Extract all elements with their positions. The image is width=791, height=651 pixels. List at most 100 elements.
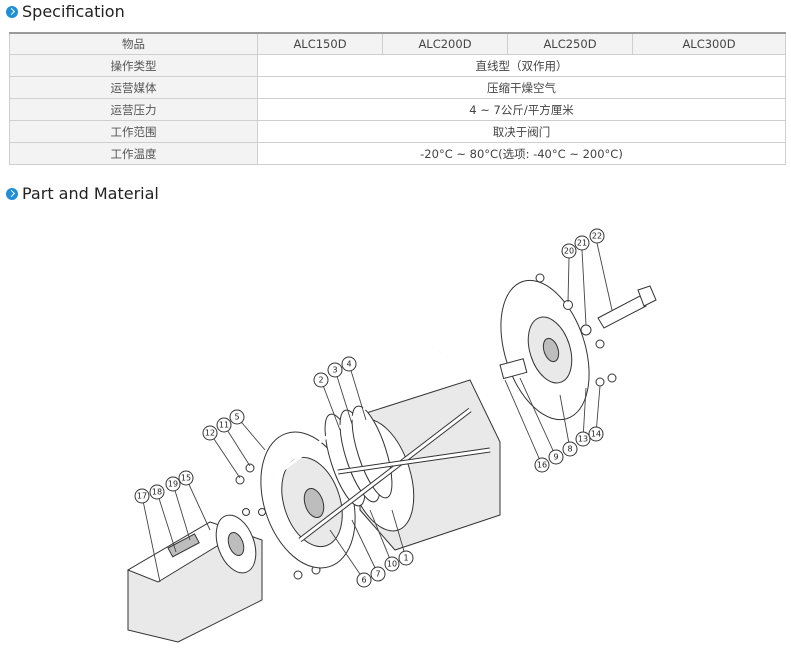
front-cover-hole — [303, 487, 325, 519]
svg-text:11: 11 — [219, 421, 229, 430]
leader-line — [329, 529, 365, 581]
header-model-cell: ALC150D — [257, 32, 383, 55]
section-title-label: Specification — [22, 2, 125, 21]
bolt-shank — [597, 295, 647, 329]
rear-boss — [499, 358, 528, 380]
part-callout-14: 14 — [588, 426, 604, 442]
section-title-specification: Specification — [6, 2, 125, 21]
part-callouts: 1 2 3 4 5 6 7 8 9 10 11 12 13 14 15 16 1… — [134, 228, 605, 588]
section-title-label: Part and Material — [22, 184, 159, 203]
svg-text:19: 19 — [168, 480, 178, 489]
leader-line — [596, 242, 613, 311]
spec-table: 物品 ALC150D ALC200D ALC250D ALC300D 操作类型 … — [9, 32, 786, 165]
leader-line — [369, 509, 393, 565]
nut — [235, 475, 245, 485]
leader-line — [581, 249, 587, 326]
svg-text:5: 5 — [234, 413, 239, 422]
leader-line — [391, 509, 407, 559]
header-label-cell: 物品 — [9, 32, 258, 55]
leader-line — [185, 477, 211, 531]
svg-text:21: 21 — [577, 239, 587, 248]
exploded-view-drawing: 1 2 3 4 5 6 7 8 9 10 11 12 13 14 15 16 1… — [126, 228, 657, 643]
part-callout-9: 9 — [548, 449, 564, 465]
svg-text:7: 7 — [375, 570, 380, 579]
leader-line — [348, 363, 367, 421]
leader-line — [351, 519, 379, 575]
part-callout-6: 6 — [356, 572, 372, 588]
part-callout-3: 3 — [327, 362, 343, 378]
part-callout-11: 11 — [216, 417, 232, 433]
rear-cover-hole — [542, 337, 560, 363]
part-callout-12: 12 — [202, 425, 218, 441]
svg-text:20: 20 — [564, 247, 574, 256]
row-value-cell: 直线型（双作用） — [257, 54, 786, 77]
part-callout-15: 15 — [178, 470, 194, 486]
svg-text:3: 3 — [332, 366, 337, 375]
end-cap-bore — [227, 531, 245, 557]
part-callout-8: 8 — [562, 441, 578, 457]
row-value-cell: 压缩干燥空气 — [257, 76, 786, 99]
row-value-cell: 4 ~ 7公斤/平方厘米 — [257, 98, 786, 121]
row-value-cell: -20°C ~ 80°C(选项: -40°C ~ 200°C) — [257, 142, 786, 165]
part-callout-17: 17 — [134, 488, 150, 504]
actuator-drawing-shapes — [126, 273, 657, 643]
nut — [242, 508, 250, 516]
header-model-cell: ALC300D — [632, 32, 786, 55]
leader-line — [582, 387, 587, 440]
part-callout-5: 5 — [229, 409, 245, 425]
part-callout-20: 20 — [561, 243, 577, 259]
chevron-bullet-icon — [6, 187, 18, 200]
row-label-cell: 运营媒体 — [9, 76, 258, 99]
svg-text:14: 14 — [591, 430, 601, 439]
leader-line — [504, 379, 543, 466]
part-callout-7: 7 — [370, 566, 386, 582]
tie-rod-highlight — [337, 448, 491, 474]
leader-line — [223, 424, 251, 467]
bolt-head — [637, 285, 657, 307]
leader-line — [334, 369, 353, 425]
leader-line — [595, 385, 601, 435]
svg-text:18: 18 — [152, 488, 162, 497]
nut — [293, 570, 303, 580]
leader-line — [156, 491, 177, 553]
svg-text:16: 16 — [537, 461, 547, 470]
svg-text:15: 15 — [181, 474, 191, 483]
leader-line — [559, 394, 571, 450]
header-model-cell: ALC250D — [507, 32, 633, 55]
svg-text:22: 22 — [592, 232, 602, 241]
svg-text:10: 10 — [387, 560, 397, 569]
row-label-cell: 工作温度 — [9, 142, 258, 165]
leader-line — [320, 379, 341, 431]
leader-line — [141, 495, 161, 583]
part-callout-1: 1 — [398, 550, 414, 566]
nut — [607, 373, 617, 383]
svg-text:9: 9 — [553, 453, 558, 462]
part-callout-22: 22 — [589, 228, 605, 244]
part-callout-21: 21 — [574, 235, 590, 251]
nut — [595, 339, 605, 349]
leader-lines — [141, 242, 613, 583]
table-row: 工作温度 -20°C ~ 80°C(选项: -40°C ~ 200°C) — [9, 142, 786, 165]
table-row: 运营媒体 压缩干燥空气 — [9, 76, 786, 99]
svg-text:17: 17 — [137, 492, 147, 501]
part-callout-16: 16 — [534, 457, 550, 473]
tie-rod-highlight — [271, 350, 441, 480]
svg-text:8: 8 — [567, 445, 572, 454]
leader-line — [209, 432, 241, 479]
header-model-cell: ALC200D — [382, 32, 508, 55]
svg-text:6: 6 — [361, 576, 366, 585]
nut — [595, 377, 605, 387]
svg-text:4: 4 — [346, 360, 351, 369]
svg-text:12: 12 — [205, 429, 215, 438]
part-callout-10: 10 — [384, 556, 400, 572]
nut — [535, 273, 545, 283]
svg-text:13: 13 — [578, 435, 588, 444]
table-row: 运营压力 4 ~ 7公斤/平方厘米 — [9, 98, 786, 121]
row-label-cell: 运营压力 — [9, 98, 258, 121]
part-callout-2: 2 — [313, 372, 329, 388]
part-callout-4: 4 — [341, 356, 357, 372]
chevron-bullet-icon — [6, 5, 18, 18]
leader-line — [172, 483, 191, 541]
row-label-cell: 工作范围 — [9, 120, 258, 143]
table-row: 操作类型 直线型（双作用） — [9, 54, 786, 77]
